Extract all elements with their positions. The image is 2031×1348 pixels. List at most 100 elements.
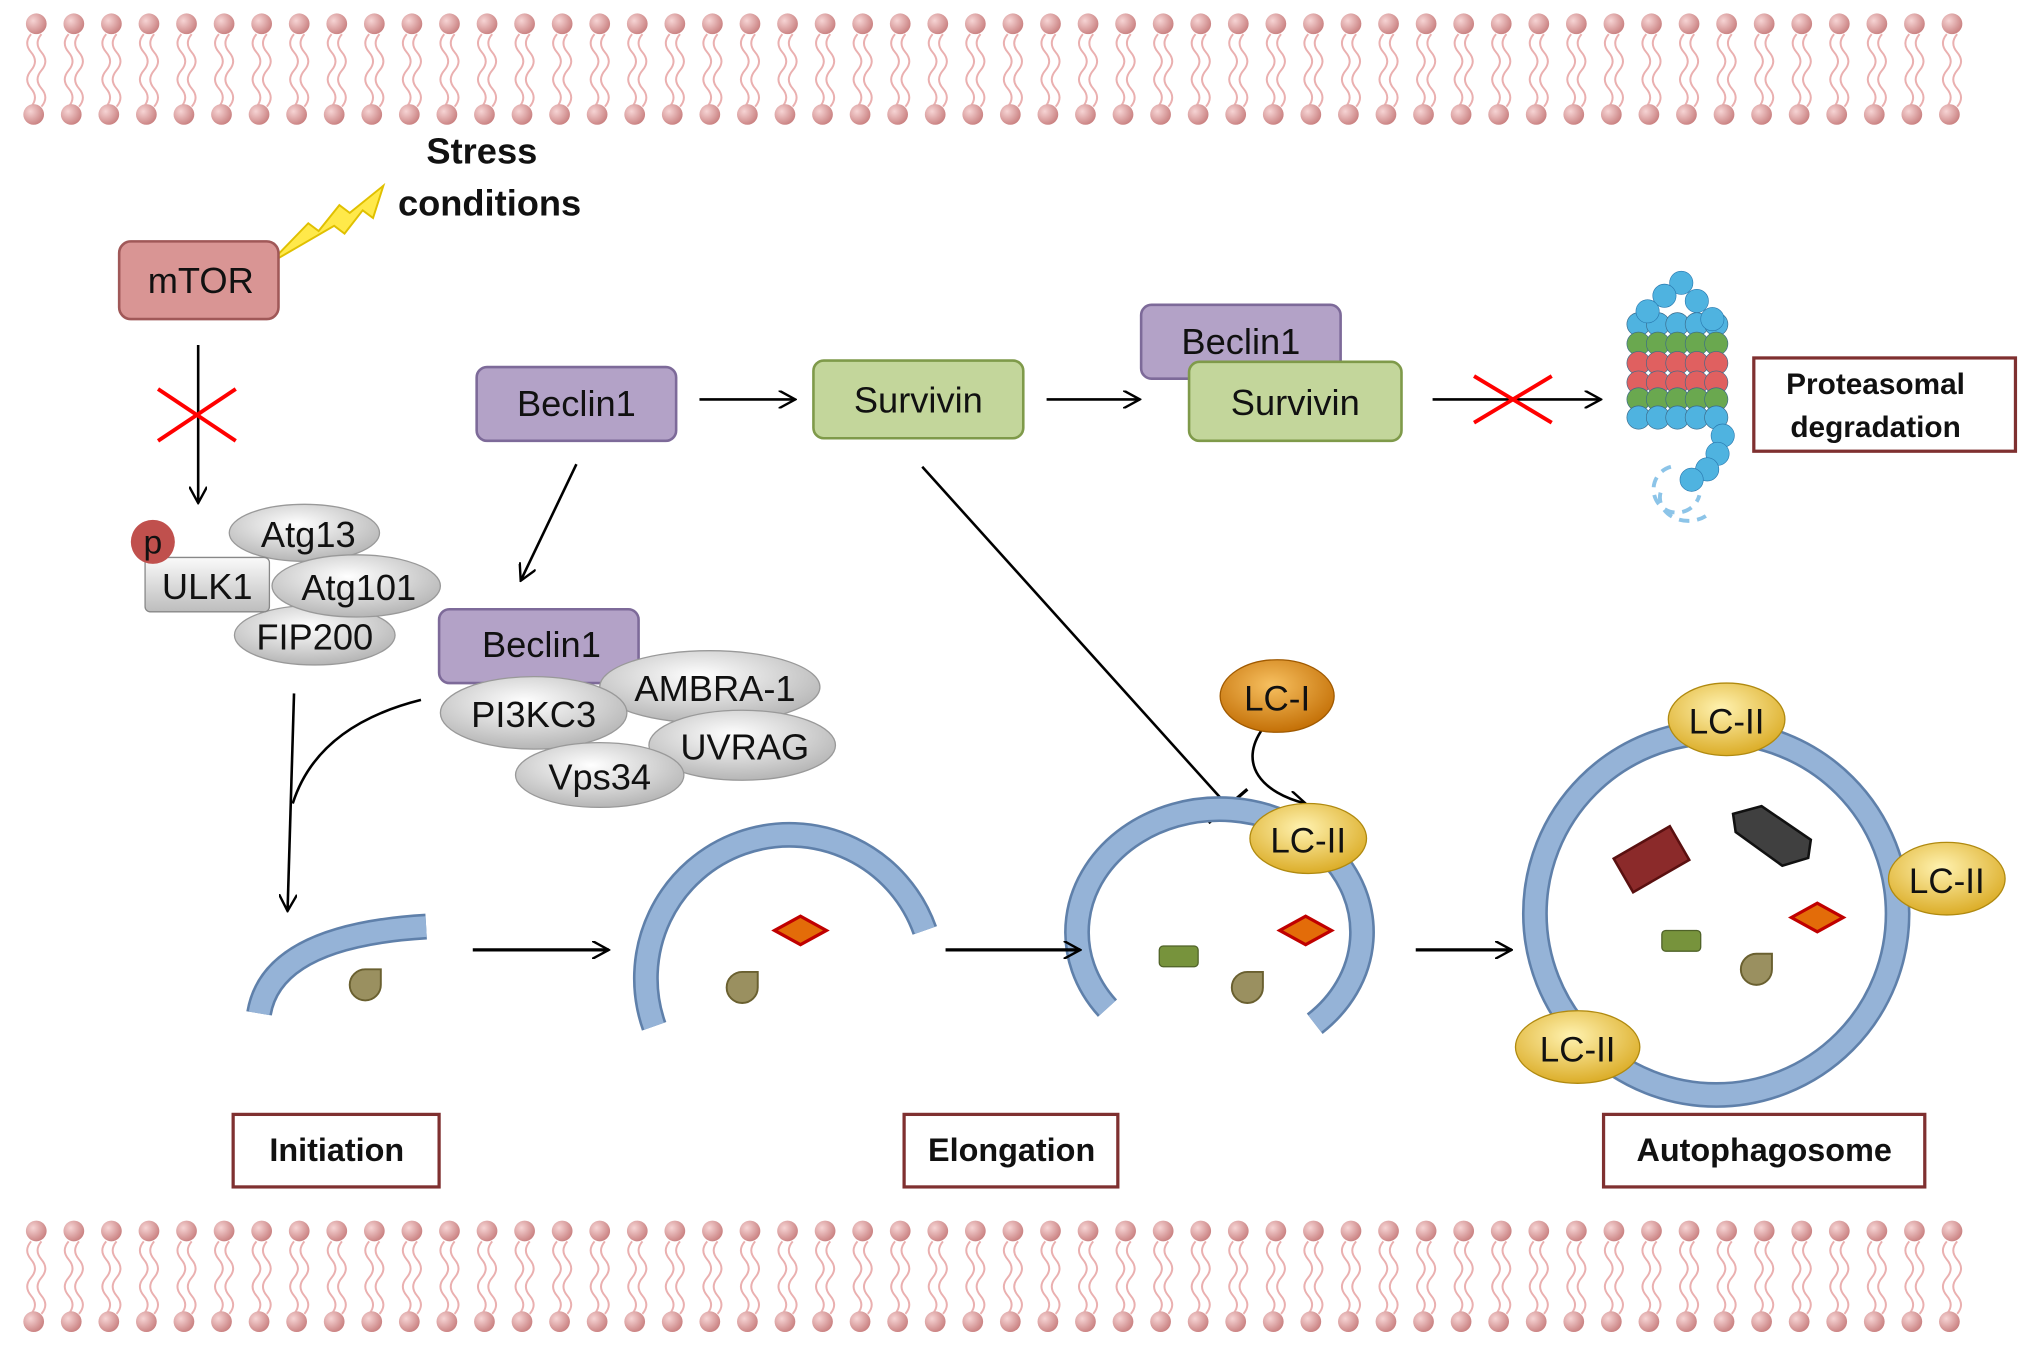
lipid-head <box>1227 13 1249 35</box>
lipid-head <box>98 1311 120 1333</box>
lipid-head <box>1676 104 1697 125</box>
lipid-head <box>887 1311 908 1333</box>
cargo-drop <box>1739 952 1773 986</box>
lipid-head <box>661 104 683 125</box>
lipid-head <box>699 104 721 125</box>
cargo-hexagon <box>1731 804 1813 868</box>
lipid-head <box>173 104 195 125</box>
lipid-head <box>774 1311 796 1333</box>
lipid-head <box>889 1220 911 1242</box>
lipid-head <box>363 1220 385 1242</box>
lipid-head <box>699 1311 721 1333</box>
lipid-head <box>1262 104 1284 125</box>
lipid-head <box>288 1220 310 1242</box>
cargo-cylinder <box>1158 945 1199 968</box>
lipid-head <box>1788 104 1810 125</box>
phagophore-closing <box>1064 796 1375 1034</box>
lipid-head <box>323 1311 345 1333</box>
lipid-head <box>1040 13 1061 35</box>
lipid-head <box>1338 104 1359 125</box>
lipid-head <box>774 104 796 125</box>
lc2-label: LC-II <box>1270 822 1346 861</box>
lc-conversion-arrow <box>1251 727 1306 803</box>
lipid-head <box>251 1220 273 1242</box>
lipid-head <box>924 1311 946 1333</box>
cargo-block <box>1611 824 1692 895</box>
lipid-head <box>586 1311 608 1333</box>
mtor-label: mTOR <box>148 260 254 301</box>
lipid-head <box>1415 13 1437 35</box>
lipid-head <box>737 104 758 125</box>
ulk1-label: ULK1 <box>162 566 253 607</box>
lipid-head <box>1676 1311 1697 1333</box>
lipid-head <box>1415 1220 1437 1242</box>
lipid-head <box>589 1220 611 1242</box>
lipid-head <box>887 104 908 125</box>
lipid-head <box>211 1311 232 1333</box>
lipid-head <box>964 1220 986 1242</box>
lipid-head <box>248 104 270 125</box>
lc1-node: LC-I <box>1219 659 1335 733</box>
lipid-head <box>927 13 949 35</box>
lipid-head <box>1303 13 1324 35</box>
lipid-head <box>1638 1311 1660 1333</box>
lipid-head <box>136 1311 157 1333</box>
ulk1-complex: Atg13 FIP200 Atg101 ULK1 p <box>130 503 442 666</box>
lipid-head <box>1077 13 1099 35</box>
lipid-head <box>511 1311 533 1333</box>
lipid-head <box>1225 104 1247 125</box>
lc2-label: LC-II <box>1540 1030 1616 1069</box>
lipid-head <box>1488 104 1510 125</box>
lipid-head <box>436 104 458 125</box>
lipid-head <box>702 1220 723 1242</box>
lipid-head <box>1262 1311 1284 1333</box>
ulk-to-initiation-arrow <box>288 693 294 911</box>
beclin1-label: Beclin1 <box>517 383 636 424</box>
lipid-head <box>286 1311 307 1333</box>
lipid-head <box>288 13 310 35</box>
lipid-head <box>1563 1311 1585 1333</box>
lipid-head <box>1075 104 1096 125</box>
lipid-head <box>361 104 383 125</box>
lipid-head <box>1866 13 1888 35</box>
lipid-head <box>1453 13 1475 35</box>
lipid-head <box>1716 1220 1737 1242</box>
lipid-head <box>326 1220 348 1242</box>
lipid-head <box>1002 1220 1024 1242</box>
lipid-head <box>777 1220 798 1242</box>
plasma-membrane-bottom <box>23 1220 1963 1333</box>
lipid-head <box>852 13 874 35</box>
red-x-icon <box>156 387 237 443</box>
lc2-node: LC-II <box>1667 682 1786 757</box>
lipid-head <box>63 1220 85 1242</box>
cargo-diamond <box>1276 914 1335 947</box>
cargo-diamond <box>1788 901 1847 934</box>
lipid-head <box>1002 13 1024 35</box>
lipid-head <box>1265 1220 1287 1242</box>
lipid-head <box>439 13 460 35</box>
lipid-head <box>1941 1220 1963 1242</box>
lipid-head <box>1112 104 1134 125</box>
lipid-head <box>1115 13 1136 35</box>
lipid-head <box>1338 1311 1359 1333</box>
lipid-head <box>1713 1311 1735 1333</box>
proteasome-icon <box>1626 270 1735 523</box>
lipid-head <box>398 1311 420 1333</box>
lipid-head <box>702 13 723 35</box>
lipid-head <box>661 1311 683 1333</box>
lipid-head <box>814 1220 836 1242</box>
pi3k-to-initiation-curve <box>291 698 422 804</box>
lipid-head <box>1378 13 1399 35</box>
survivin-label: Survivin <box>854 379 983 420</box>
lipid-head <box>1600 1311 1622 1333</box>
lipid-head <box>1603 1220 1625 1242</box>
lipid-head <box>1528 13 1550 35</box>
mtor-node: mTOR <box>117 240 280 321</box>
lipid-head <box>1488 1311 1510 1333</box>
lipid-head <box>1901 104 1923 125</box>
lipid-head <box>439 1220 460 1242</box>
lipid-head <box>1939 1311 1960 1333</box>
lipid-head <box>624 1311 646 1333</box>
stage-label-initiation: Initiation <box>231 1112 441 1189</box>
